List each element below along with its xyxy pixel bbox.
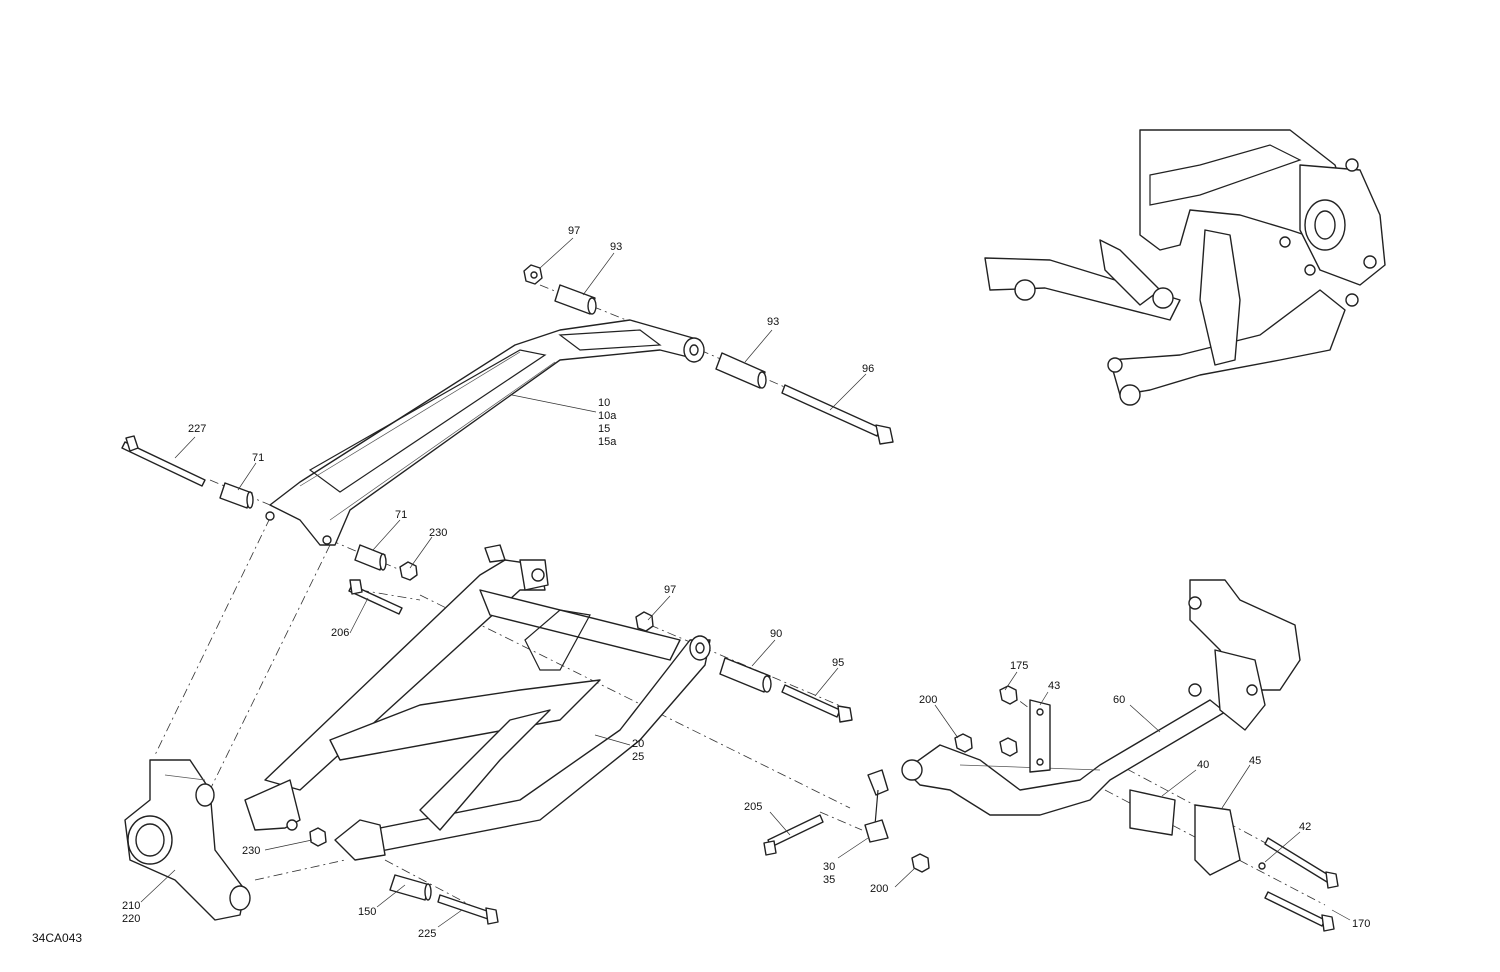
callout-42-washer: 42 bbox=[1299, 821, 1312, 833]
callout-227-bolt: 227 bbox=[188, 423, 207, 435]
leader-lines bbox=[140, 237, 1351, 928]
callout-45-clamp: 45 bbox=[1249, 755, 1262, 767]
drawing-code: 34CA043 bbox=[32, 931, 83, 945]
callout-40-sway-bar-bushing: 40 bbox=[1197, 759, 1210, 771]
callout-230-nut-upper: 230 bbox=[429, 527, 448, 539]
assembled-view bbox=[984, 129, 1386, 406]
lower-a-arm bbox=[244, 544, 711, 861]
callout-93-upper-bushing-rear: 93 bbox=[610, 241, 623, 253]
callout-210-knuckle: 210 220 bbox=[122, 900, 141, 925]
upper-a-arm bbox=[265, 319, 705, 546]
steering-knuckle bbox=[124, 759, 251, 921]
callout-175-nut: 175 bbox=[1010, 660, 1029, 672]
lower-arm-hardware bbox=[309, 579, 853, 925]
callout-206-bolt: 206 bbox=[331, 627, 350, 639]
callout-96-upper-bolt: 96 bbox=[862, 363, 875, 375]
callout-97-lower-nut: 97 bbox=[664, 584, 677, 596]
callout-97-upper-nut: 97 bbox=[568, 225, 581, 237]
callout-95-lower-bolt: 95 bbox=[832, 657, 845, 669]
callout-205-bolt: 205 bbox=[744, 801, 763, 813]
callout-170-bolt: 170 bbox=[1352, 918, 1371, 930]
callout-225-bolt: 225 bbox=[418, 928, 437, 940]
callout-150-bushing: 150 bbox=[358, 906, 377, 918]
callout-71-bushing-left: 71 bbox=[252, 452, 265, 464]
callout-200-nut-lower: 200 bbox=[870, 883, 889, 895]
callout-200-nut-upper: 200 bbox=[919, 694, 938, 706]
callout-230-nut-lower: 230 bbox=[242, 845, 261, 857]
callout-10-upper-a-arm: 10 10a 15 15a bbox=[598, 397, 617, 448]
callout-43-link-plate: 43 bbox=[1048, 680, 1061, 692]
callout-60-sway-bar: 60 bbox=[1113, 694, 1126, 706]
callout-20-lower-a-arm: 20 25 bbox=[632, 738, 645, 763]
callout-90-lower-bushing: 90 bbox=[770, 628, 783, 640]
callout-30-sway-bar-link: 30 35 bbox=[823, 861, 836, 886]
callout-71-bushing-right: 71 bbox=[395, 509, 408, 521]
callout-93-upper-bushing-front: 93 bbox=[767, 316, 780, 328]
upper-arm-hardware bbox=[121, 264, 894, 581]
sway-bar-assembly bbox=[763, 579, 1339, 932]
